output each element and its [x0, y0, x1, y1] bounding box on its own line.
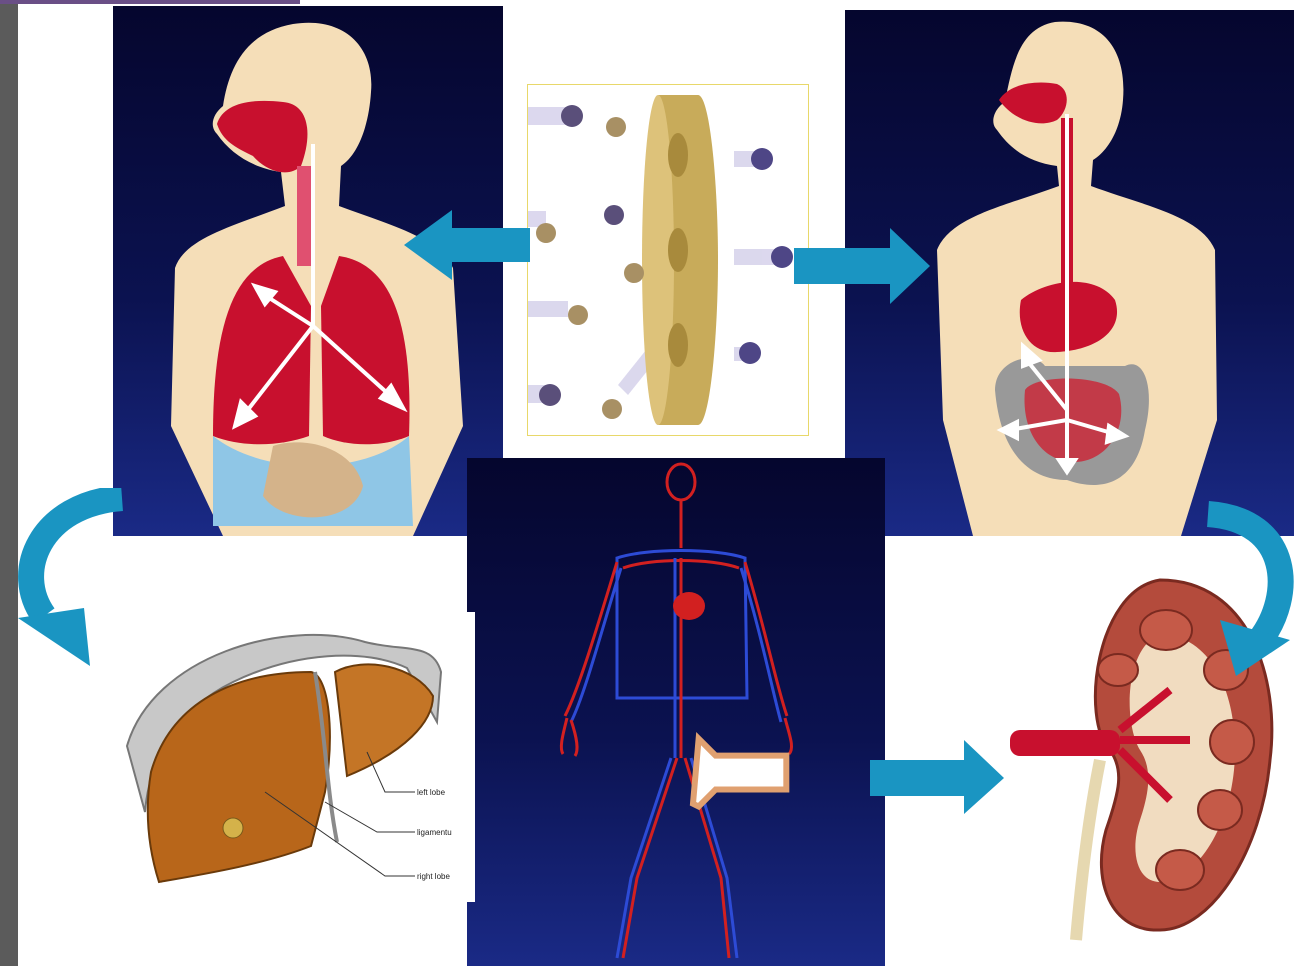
arrow-to-lungs: [400, 204, 534, 286]
left-sidebar-bar: [0, 0, 18, 966]
liver-icon: left lobe ligamentu right lobe: [115, 612, 475, 902]
liver-panel: left lobe ligamentu right lobe: [115, 612, 475, 902]
blood-vessels-body-icon: [467, 458, 885, 966]
curved-arrow-to-kidney: [1200, 500, 1294, 680]
circulatory-panel: [467, 458, 885, 966]
curved-arrow-to-liver: [10, 488, 130, 678]
arrow-to-digestive: [794, 226, 934, 306]
right-lobe-label: right lobe: [417, 872, 450, 881]
top-accent-line: [0, 0, 300, 4]
ligament-label: ligamentu: [417, 828, 452, 837]
absorption-panel: [527, 84, 809, 436]
left-lobe-label: left lobe: [417, 788, 446, 797]
particles-membrane-icon: [528, 85, 808, 435]
arrow-to-kidney: [870, 738, 1010, 816]
outlined-arrow-pointer-icon: [680, 720, 790, 830]
